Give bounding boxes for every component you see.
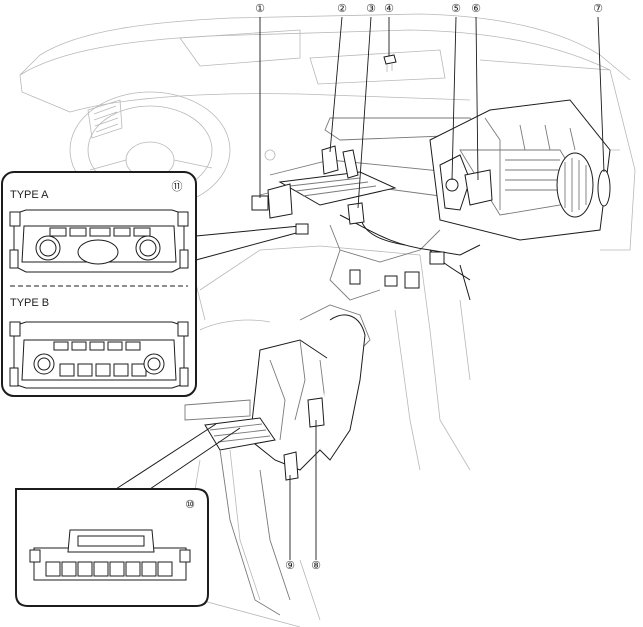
inset-climate-control-panel: ⑪ TYPE A TYPE B — [1, 171, 309, 397]
dashboard-outline — [19, 13, 636, 627]
callout-4: ④ — [384, 3, 394, 15]
callout-7: ⑦ — [593, 3, 603, 15]
callouts-top: ① ② ③ ④ ⑤ ⑥ ⑦ — [255, 3, 603, 15]
callout-9: ⑨ — [285, 560, 295, 572]
leader-lines — [259, 16, 605, 560]
callout-6: ⑥ — [471, 3, 481, 15]
hvac-unit-ducts — [184, 54, 611, 616]
callout-3: ③ — [366, 3, 376, 15]
type-b-label: TYPE B — [10, 297, 49, 309]
callout-5: ⑤ — [451, 3, 461, 15]
inset-rear-control-panel: ⑩ — [15, 423, 241, 607]
type-b-control-panel — [9, 321, 189, 389]
callouts-bottom: ⑨ ⑧ — [285, 560, 321, 572]
callout-2: ② — [337, 3, 347, 15]
callout-11: ⑪ — [172, 180, 183, 193]
type-a-label: TYPE A — [10, 189, 49, 201]
rear-control-panel — [29, 529, 191, 581]
callout-1: ① — [255, 3, 265, 15]
callout-8: ⑧ — [311, 560, 321, 572]
type-a-control-panel — [9, 209, 189, 273]
callout-10: ⑩ — [185, 499, 195, 511]
